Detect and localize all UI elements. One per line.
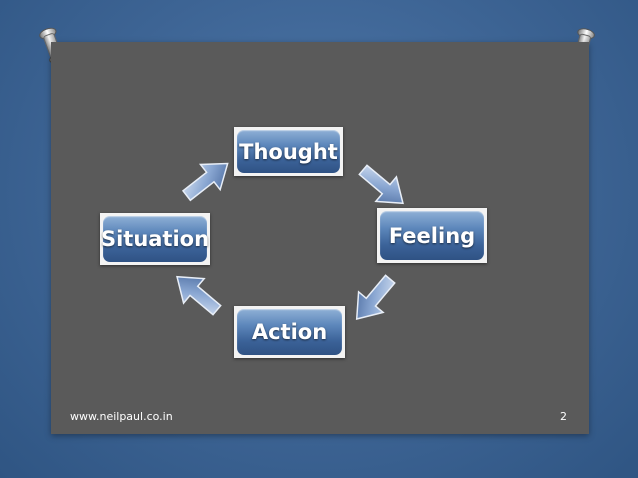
node-feeling-label: Feeling	[380, 211, 484, 260]
node-situation: Situation	[100, 213, 210, 265]
node-feeling: Feeling	[377, 208, 487, 263]
node-thought: Thought	[234, 127, 343, 176]
node-action: Action	[234, 306, 345, 358]
node-situation-label: Situation	[101, 216, 209, 262]
arrow-action-to-situation	[176, 275, 222, 316]
footer-url: www.neilpaul.co.in	[70, 410, 173, 423]
page-number: 2	[560, 410, 567, 423]
arrow-feeling-to-action	[355, 274, 396, 320]
node-thought-label: Thought	[237, 130, 340, 173]
arrow-thought-to-feeling	[358, 164, 404, 205]
arrow-situation-to-thought	[181, 162, 229, 202]
node-action-label: Action	[237, 309, 342, 355]
